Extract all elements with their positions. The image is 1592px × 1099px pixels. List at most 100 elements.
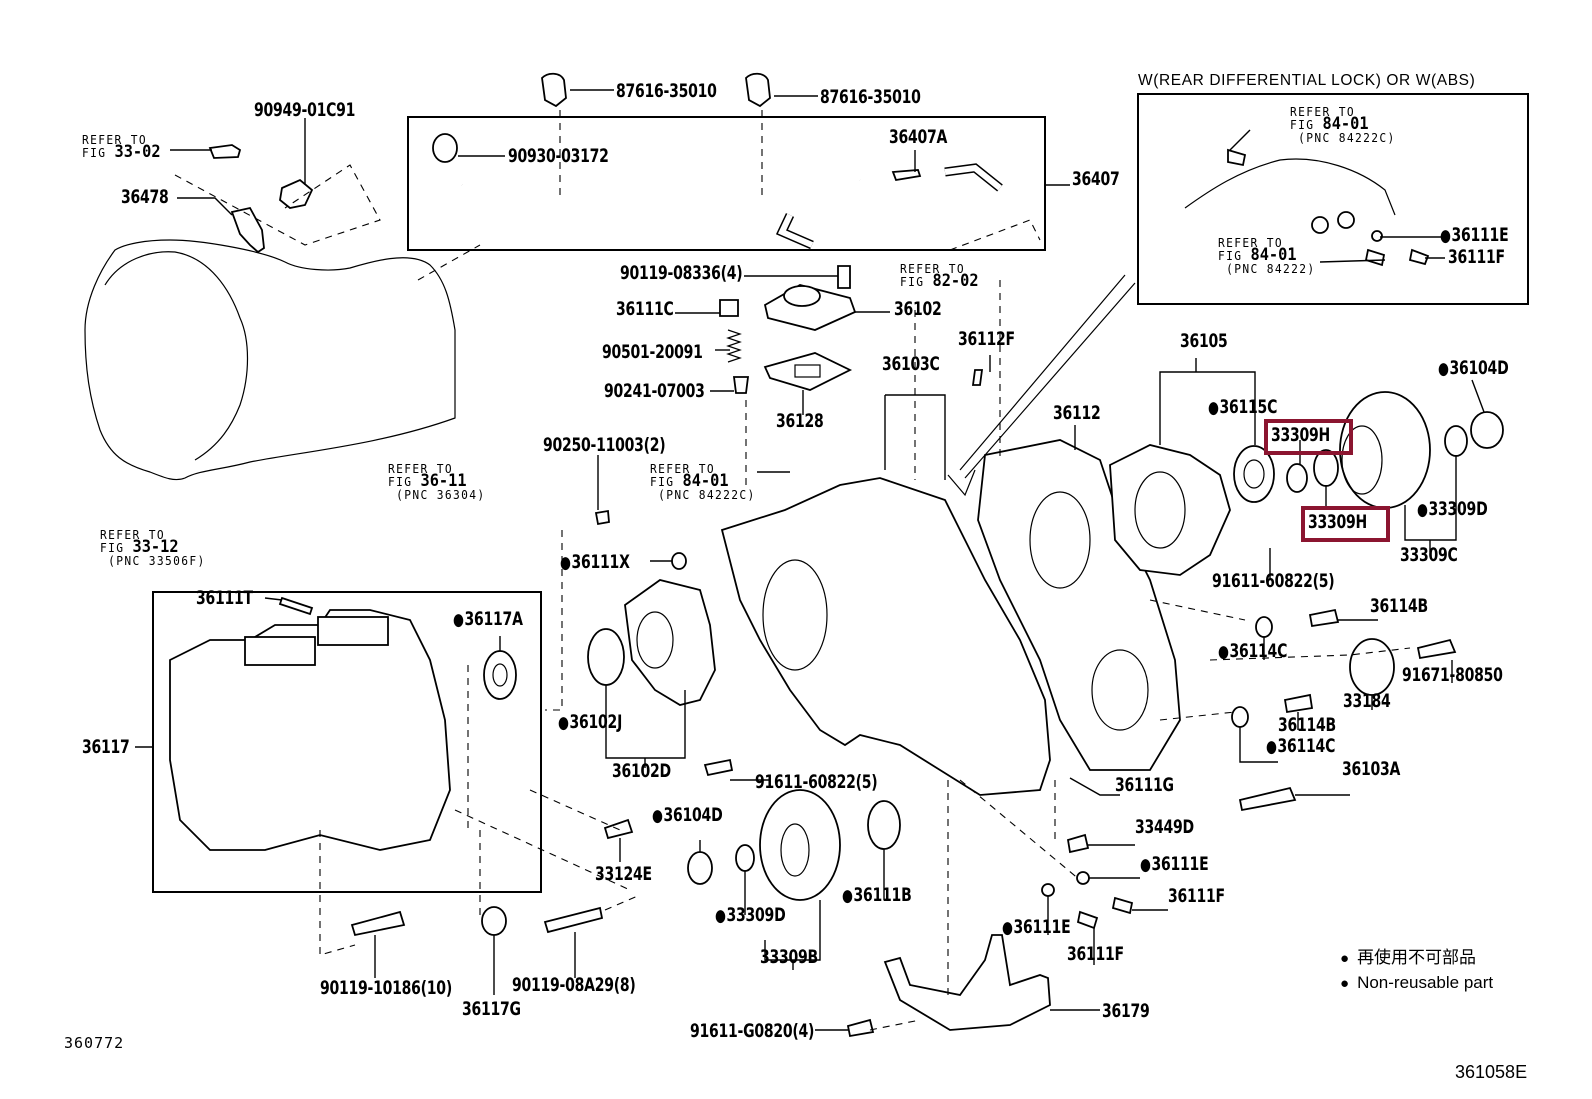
part-label[interactable]: 36117G — [462, 998, 521, 1020]
ref-fig-84-01-inset-b: REFER TO FIG 84-01 (PNC 84222) — [1218, 236, 1315, 275]
transmission-bell-inner — [104, 251, 249, 461]
part-label[interactable]: 36102J — [558, 713, 623, 732]
washer-33309d — [1444, 425, 1468, 457]
part-label[interactable]: 33449D — [1135, 816, 1194, 838]
breather-hose — [461, 177, 861, 225]
washer-33309d-b — [735, 844, 755, 872]
part-label[interactable]: 36111F — [1067, 943, 1124, 965]
part-label[interactable]: 90119-08336(4) — [620, 262, 743, 284]
ref-line: REFER TO — [388, 461, 453, 476]
ref-fig-36-11: REFER TO FIG 36-11 (PNC 36304) — [388, 462, 485, 501]
rear-housing-36112 — [977, 439, 1181, 771]
ref-pnc: (PNC 84222C) — [658, 487, 756, 502]
ref-fig-84-01-main: REFER TO FIG 84-01 (PNC 84222C) — [650, 462, 756, 501]
figure-code-right: 361058E — [1455, 1062, 1528, 1082]
case-bore-front — [762, 559, 828, 671]
part-label[interactable]: 36111F — [1448, 246, 1505, 268]
part-label[interactable]: 33309C — [1400, 544, 1458, 566]
figure-code-left: 360772 — [64, 1034, 125, 1052]
part-label[interactable]: 36114B — [1370, 595, 1428, 617]
part-label[interactable]: 36111C — [616, 298, 674, 320]
part-label[interactable]: 91611-60822(5) — [1212, 570, 1335, 592]
inset-bolt-b — [1364, 248, 1386, 267]
part-label[interactable]: 87616-35010 — [616, 80, 717, 102]
hose-joint-36407a — [891, 169, 922, 182]
part-label[interactable]: 33124E — [595, 863, 652, 885]
part-label[interactable]: 33309D — [715, 906, 786, 925]
part-label[interactable]: 36407A — [889, 126, 948, 148]
ref-pnc: (PNC 33506F) — [108, 553, 206, 568]
legend-text-en: Non-reusable part — [1357, 973, 1494, 992]
bolt-90119-08336 — [837, 265, 851, 289]
part-label[interactable]: 33184 — [1343, 690, 1391, 712]
part-label[interactable]: 90949-01C91 — [254, 99, 356, 121]
rear-housing-bore-lower — [1091, 649, 1149, 731]
part-label[interactable]: 33309D — [1417, 500, 1488, 519]
gasket-36111e-a — [1076, 871, 1090, 885]
part-label[interactable]: 91611-G0820(4) — [690, 1020, 815, 1042]
part-label[interactable]: 36112F — [958, 328, 1015, 350]
part-label[interactable]: 90930-03172 — [508, 145, 609, 167]
ref-line: FIG — [82, 145, 115, 160]
legend-text-jp: 再使用不可部品 — [1357, 948, 1477, 967]
part-label[interactable]: 36111T — [196, 587, 253, 609]
part-label[interactable]: 90119-10186(10) — [320, 977, 452, 999]
part-label[interactable]: 36111G — [1115, 774, 1174, 796]
inset-washer-b — [1337, 211, 1355, 229]
part-label[interactable]: 91611-60822(5) — [755, 771, 878, 793]
part-label[interactable]: 36111E — [1002, 918, 1071, 937]
ref-line: REFER TO — [82, 132, 147, 147]
part-label[interactable]: 36103A — [1342, 758, 1401, 780]
part-label[interactable]: 36102 — [894, 298, 942, 320]
part-label[interactable]: 90501-20091 — [602, 341, 703, 363]
ref-pnc: (PNC 84222) — [1226, 261, 1316, 276]
seal-33309h-a — [1286, 463, 1308, 493]
inset-washer-a — [1311, 216, 1329, 234]
part-label[interactable]: 36114B — [1278, 714, 1336, 736]
part-label[interactable]: 36103C — [882, 353, 940, 375]
ref-fig-number: 36-11 — [420, 471, 467, 491]
part-label[interactable]: 90241-07003 — [604, 380, 705, 402]
gasket-36128 — [763, 352, 853, 391]
part-label[interactable]: 36114C — [1266, 737, 1336, 756]
part-label[interactable]: 36117A — [453, 610, 523, 629]
ref-fig-84-01-inset-a: REFER TO FIG 84-01 (PNC 84222C) — [1290, 105, 1396, 144]
highlight-box — [1264, 419, 1353, 455]
part-label-highlighted[interactable]: 33309H — [1308, 511, 1368, 533]
part-label[interactable]: 36117 — [82, 736, 130, 758]
inset-bolt-a — [1227, 148, 1247, 167]
pin-90250 — [594, 509, 610, 526]
part-label[interactable]: 36115C — [1208, 398, 1278, 417]
ref-line: FIG — [1290, 117, 1323, 132]
part-label-highlighted[interactable]: 33309H — [1271, 424, 1331, 446]
inset-box — [1137, 93, 1529, 305]
part-label[interactable]: 36105 — [1180, 330, 1228, 352]
adapter-pad-a — [244, 636, 316, 666]
part-label[interactable]: 36179 — [1102, 1000, 1150, 1022]
front-housing-36102d — [624, 579, 716, 706]
part-label[interactable]: 36111E — [1440, 226, 1509, 245]
part-label[interactable]: 36111B — [842, 886, 912, 905]
bolt-91671 — [1416, 638, 1457, 660]
part-label[interactable]: 36128 — [776, 410, 824, 432]
non-reusable-dot-icon: ● — [1340, 950, 1350, 967]
hose-elbow-inner — [777, 213, 814, 248]
part-label[interactable]: 36102D — [612, 760, 671, 782]
part-label[interactable]: 33309B — [760, 946, 818, 968]
part-label[interactable]: 36111E — [1140, 855, 1209, 874]
clamp-90949 — [279, 178, 314, 209]
bolt-36111f-a — [1111, 896, 1134, 915]
part-label[interactable]: 87616-35010 — [820, 86, 921, 108]
part-label[interactable]: 36478 — [121, 186, 169, 208]
part-label[interactable]: 36407 — [1072, 168, 1120, 190]
part-label[interactable]: 36111X — [560, 553, 630, 572]
part-label[interactable]: 91671-80850 — [1402, 664, 1503, 686]
part-label[interactable]: 36104D — [1438, 359, 1509, 378]
part-label[interactable]: 36104D — [652, 806, 723, 825]
ref-fig-number: 82-02 — [932, 271, 979, 291]
part-label[interactable]: 36112 — [1053, 402, 1101, 424]
part-label[interactable]: 90119-08A29(8) — [512, 974, 636, 996]
part-label[interactable]: 36111F — [1168, 885, 1225, 907]
part-label[interactable]: 90250-11003(2) — [543, 434, 666, 456]
part-label[interactable]: 36114C — [1218, 642, 1288, 661]
